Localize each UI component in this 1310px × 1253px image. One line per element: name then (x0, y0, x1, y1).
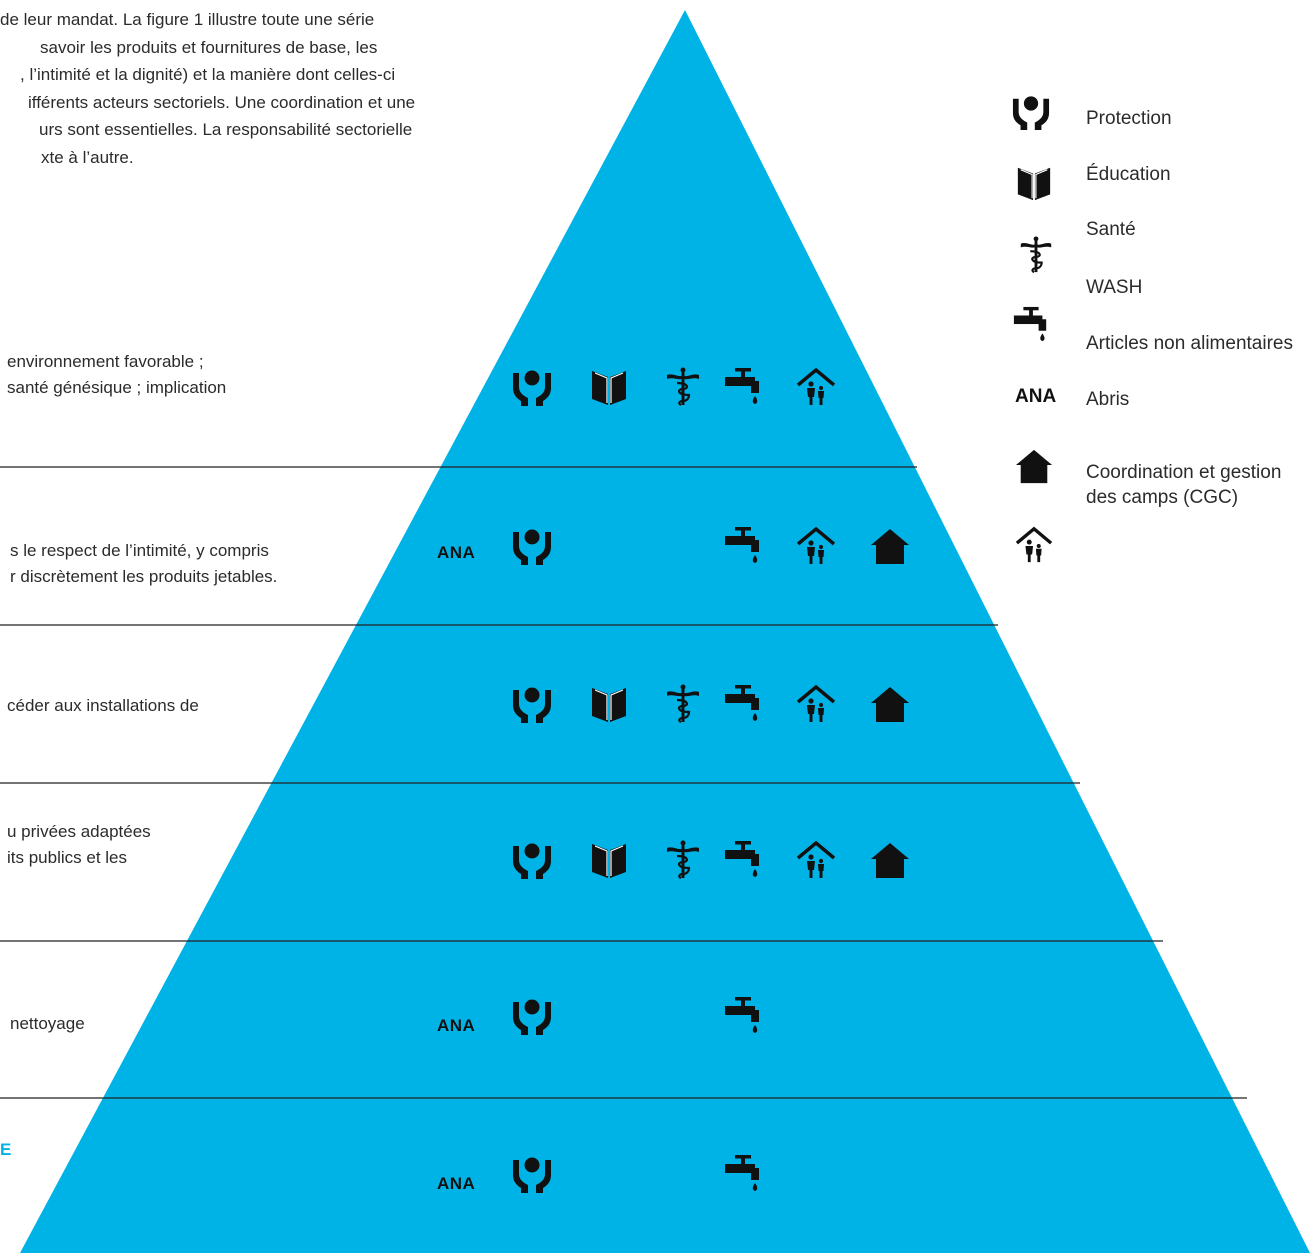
intro-line: , l’intimité et la dignité) et la manièr… (20, 65, 396, 84)
row-text-line: environnement favorable ; (7, 352, 204, 371)
row-4-text: u privées adaptées its publics et les (7, 819, 151, 871)
row-text-line: santé génésique ; implication (7, 378, 227, 397)
cccm-icon (1015, 449, 1053, 484)
row-text-line: nettoyage (10, 1014, 85, 1033)
intro-line: de leur mandat. La figure 1 illustre tou… (0, 10, 375, 29)
legend-label-health: Santé (1086, 219, 1136, 240)
legend-label-protection: Protection (1086, 108, 1172, 129)
row-text-line: u privées adaptées (7, 822, 151, 841)
legend-ana-mark: ANA (1015, 386, 1057, 407)
legend-label-wash: WASH (1086, 277, 1143, 298)
row-6-ana-label: ANA (437, 1174, 476, 1193)
row-5-text: nettoyage (10, 1011, 85, 1037)
education-icon (1017, 167, 1051, 201)
legend-label-cccm: Coordination et gestion des camps (CGC) (1086, 462, 1282, 508)
row-dividers (0, 466, 1247, 1099)
row-text-line: its publics et les (7, 848, 127, 867)
row-2-text: s le respect de l’intimité, y compris r … (10, 538, 277, 590)
health-icon (1019, 236, 1053, 274)
intro-paragraph: de leur mandat. La figure 1 illustre tou… (0, 6, 520, 171)
legend-label-shelter: Abris (1086, 389, 1130, 410)
wash-icon (1013, 306, 1047, 342)
pyramid (20, 10, 1310, 1253)
intro-line: ifférents acteurs sectoriels. Une coordi… (28, 92, 416, 112)
protection-icon (1012, 96, 1050, 131)
row-text-line: r discrètement les produits jetables. (10, 567, 278, 586)
legend-label-non-food-items: Articles non alimentaires (1086, 333, 1293, 354)
intro-line: xte à l’autre. (41, 147, 134, 167)
legend-icons (1012, 96, 1053, 564)
shelter-icon (1015, 527, 1053, 564)
row-1-text: environnement favorable ; santé génésiqu… (7, 349, 226, 401)
row-text-line: céder aux installations de (7, 696, 199, 715)
intro-line: urs sont essentielles. La responsabilité… (39, 120, 413, 139)
row-6-highlight: E (0, 1140, 12, 1159)
row-3-text: céder aux installations de (7, 693, 199, 719)
legend-label-education: Éducation (1086, 164, 1171, 185)
row-2-ana-label: ANA (437, 543, 476, 562)
intro-line: savoir les produits et fournitures de ba… (40, 37, 378, 57)
row-5-ana-label: ANA (437, 1016, 476, 1035)
row-text-line: s le respect de l’intimité, y compris (10, 541, 269, 560)
